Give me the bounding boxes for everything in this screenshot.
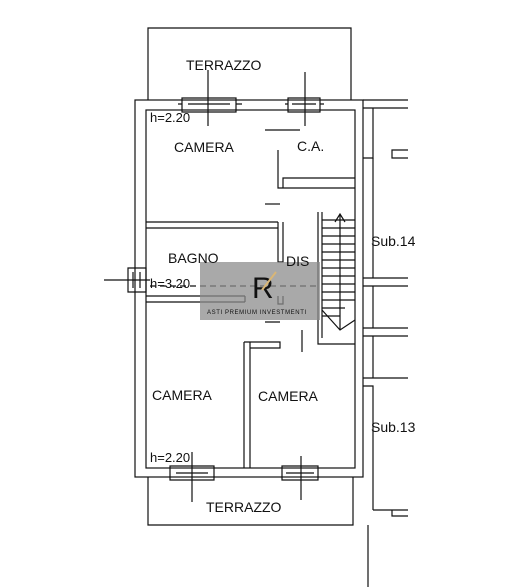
terrace-top-outline <box>147 27 352 100</box>
label-terrazzo-top: TERRAZZO <box>186 57 262 73</box>
watermark-box <box>200 262 320 320</box>
label-bagno: BAGNO <box>168 250 219 266</box>
label-dis: DIS <box>286 253 309 269</box>
window-top-markers <box>207 70 306 126</box>
label-height-top: h=2.20 <box>150 110 190 125</box>
label-height-bottom: h=2.20 <box>150 450 190 465</box>
window-top-left <box>178 97 242 113</box>
window-bottom-right <box>281 465 319 481</box>
wall-door-mark <box>265 321 303 352</box>
stair-treads <box>322 219 355 317</box>
label-height-mid: h=3.20 <box>150 276 190 291</box>
watermark-text: ASTI PREMIUM INVESTMENTI <box>207 310 307 316</box>
neighbor-wall-2 <box>363 158 408 517</box>
label-camera-bottom-right: CAMERA <box>258 388 319 404</box>
wall-camera-top <box>146 221 278 229</box>
wall-stair-frame <box>317 212 355 345</box>
label-ca: C.A. <box>297 138 324 154</box>
stair-arrow <box>321 212 356 331</box>
watermark-accent-icon <box>261 271 277 291</box>
wall-ca-vertical <box>277 150 355 189</box>
label-sub14: Sub.14 <box>371 233 416 249</box>
window-top-right <box>285 97 324 113</box>
label-camera-top: CAMERA <box>174 139 235 155</box>
label-camera-bottom-left: CAMERA <box>152 387 213 403</box>
label-terrazzo-bottom: TERRAZZO <box>206 499 282 515</box>
wall-camera-split <box>243 341 281 468</box>
terrace-bottom-outline <box>147 477 354 526</box>
watermark: R ASTI PREMIUM INVESTMENTI <box>200 262 320 320</box>
outer-wall-outer <box>134 99 364 478</box>
wall-dis-left <box>277 222 284 263</box>
label-sub13: Sub.13 <box>371 419 416 435</box>
neighbor-wall <box>363 99 408 159</box>
window-bottom-markers <box>191 452 302 502</box>
